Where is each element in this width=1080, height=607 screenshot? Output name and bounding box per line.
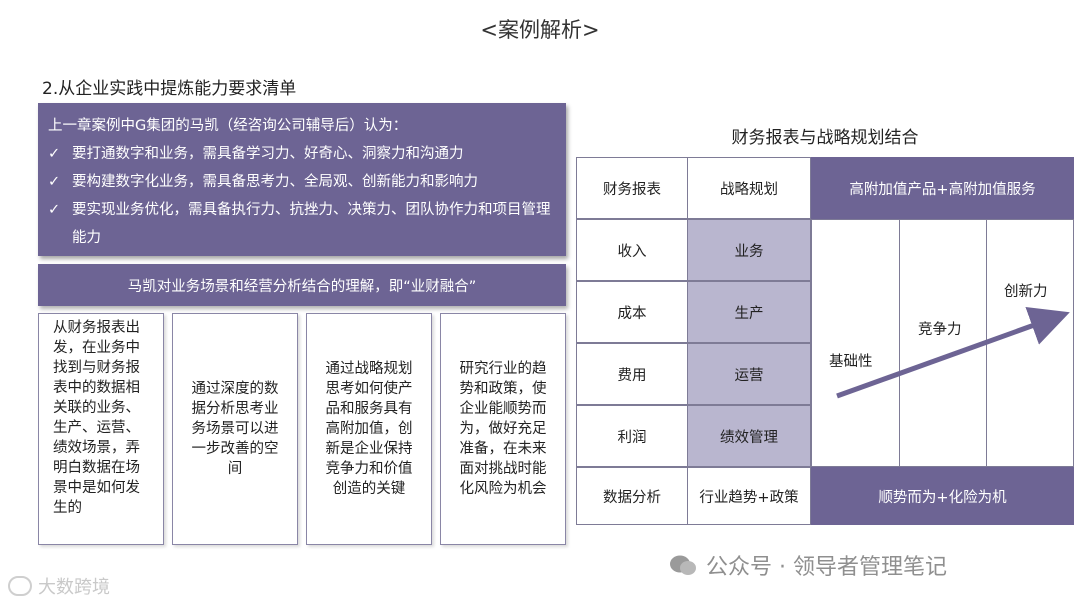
strategy-item: 业务 [687,219,811,281]
section-heading: 2.从企业实践中提炼能力要求清单 [42,79,297,99]
table-title: 财务报表与战略规划结合 [731,128,919,148]
intro-point-text: 要实现业务优化，需具备执行力、抗挫力、决策力、团队协作力和项目管理能力 [72,202,551,246]
stair-label-innovation: 创新力 [1004,284,1048,300]
intro-point: ✓ 要实现业务优化，需具备执行力、抗挫力、决策力、团队协作力和项目管理能力 [48,196,554,252]
intro-point: ✓ 要构建数字化业务，需具备思考力、全局观、创新能力和影响力 [48,168,554,196]
card-text: 从财务报表出发，在业务中找到与财务报表中的数据相关联的业务、生产、运营、绩效场景… [53,320,140,516]
stair-column-basic [811,219,900,467]
finance-item: 收入 [576,219,688,281]
watermark-wechat: 公众号 · 领导者管理笔记 [668,548,1058,582]
card-industry-trend: 研究行业的趋势和政策，使企业能顺势而为，做好充足准备，在未来面对挑战时能化风险为… [440,313,566,545]
check-icon: ✓ [48,174,61,190]
finance-item: 成本 [576,281,688,343]
card-strategy-planning: 通过战略规划思考如何使产品和服务具有高附加值，创新是企业保持竞争力和价值创造的关… [306,313,432,545]
growth-arrow [836,306,1070,399]
watermark-text: 大数跨境 [38,577,110,598]
header-strategy-planning: 战略规划 [687,157,811,219]
brand-logo-icon [8,576,32,596]
intro-point-text: 要打通数字和业务，需具备学习力、好奇心、洞察力和沟通力 [72,146,464,162]
check-icon: ✓ [48,146,61,162]
footer-data-analysis: 数据分析 [576,467,688,525]
stair-label-competitive: 竞争力 [918,322,962,338]
finance-item: 费用 [576,343,688,405]
intro-statement-box: 上一章案例中G集团的马凯（经咨询公司辅导后）认为： ✓ 要打通数字和业务，需具备… [38,103,566,256]
strategy-item: 生产 [687,281,811,343]
header-high-value: 高附加值产品+高附加值服务 [811,157,1074,219]
footer-industry-policy: 行业趋势+政策 [687,467,811,525]
strategy-item: 运营 [687,343,811,405]
intro-lead: 上一章案例中G集团的马凯（经咨询公司辅导后）认为： [48,118,408,134]
check-icon: ✓ [48,202,61,218]
wechat-icon [670,555,696,575]
stair-label-basic: 基础性 [829,354,873,370]
intro-point-text: 要构建数字化业务，需具备思考力、全局观、创新能力和影响力 [72,174,478,190]
understanding-banner: 马凯对业务场景和经营分析结合的理解，即“业财融合” [38,264,566,306]
card-text: 通过深度的数据分析思考业务场景可以进一步改善的空间 [191,381,279,477]
card-text: 研究行业的趋势和政策，使企业能顺势而为，做好充足准备，在未来面对挑战时能化风险为… [459,361,547,497]
footer-opportunity: 顺势而为+化险为机 [811,467,1074,525]
card-data-analysis: 通过深度的数据分析思考业务场景可以进一步改善的空间 [172,313,298,545]
header-finance-report: 财务报表 [576,157,688,219]
stair-column-competitive [899,219,987,467]
card-text: 通过战略规划思考如何使产品和服务具有高附加值，创新是企业保持竞争力和价值创造的关… [325,361,413,497]
finance-item: 利润 [576,405,688,467]
watermark-brand: 大数跨境 [8,572,168,600]
intro-point: ✓ 要打通数字和业务，需具备学习力、好奇心、洞察力和沟通力 [48,140,554,168]
page-title: <案例解析> [480,18,600,42]
strategy-item: 绩效管理 [687,405,811,467]
card-finance-report: 从财务报表出发，在业务中找到与财务报表中的数据相关联的业务、生产、运营、绩效场景… [38,313,164,545]
watermark-text: 公众号 · 领导者管理笔记 [706,555,947,580]
